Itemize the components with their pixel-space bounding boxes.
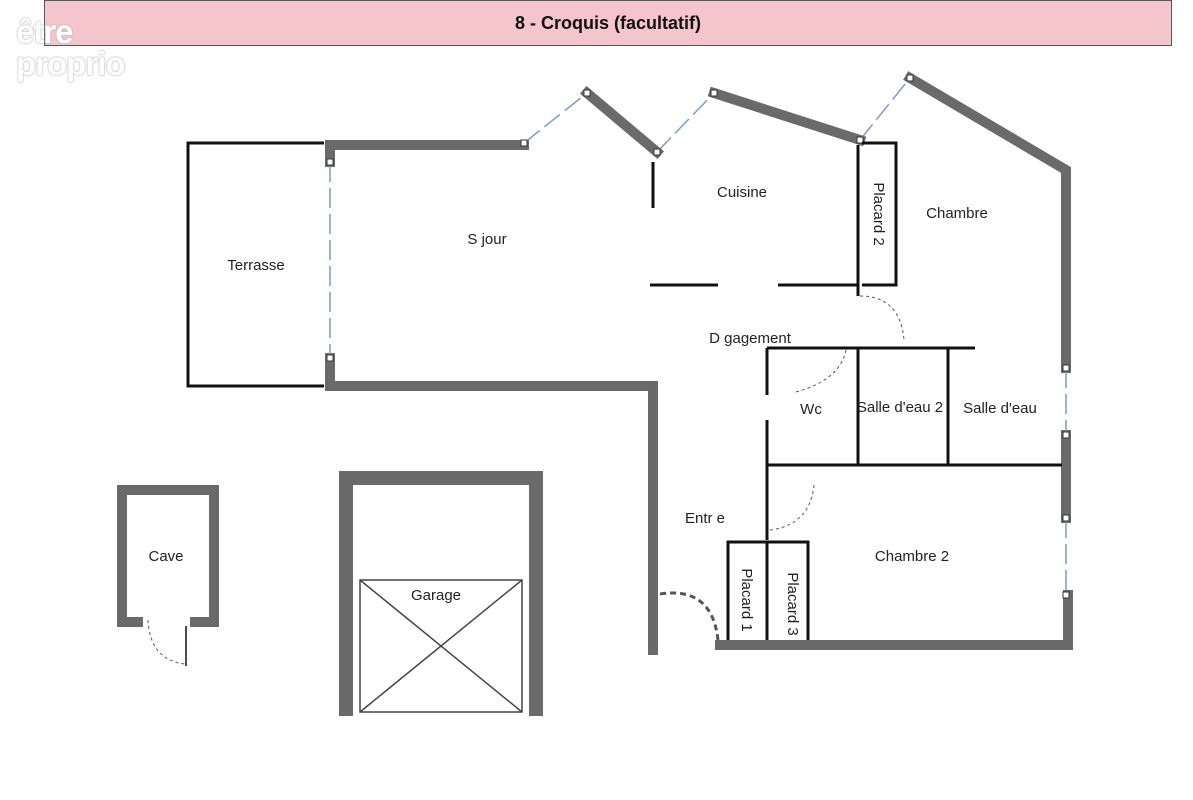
- placard2-outline: [862, 141, 898, 287]
- wall-right-diagonal: [903, 71, 1071, 373]
- section-header: 8 - Croquis (facultatif): [44, 0, 1172, 46]
- logo-line-2: proprio: [16, 45, 125, 82]
- label-placard2: Placard 2: [870, 182, 887, 245]
- section-title: 8 - Croquis (facultatif): [514, 12, 701, 33]
- door-degagement-chambre: [859, 295, 905, 341]
- label-cave: Cave: [148, 548, 183, 565]
- wall-zigzag-1: [579, 85, 665, 160]
- logo-line-1: être: [16, 13, 74, 50]
- label-sejour: S jour: [467, 231, 506, 248]
- label-placard3: Placard 3: [784, 572, 801, 635]
- wall-top-left: [325, 140, 529, 167]
- exterior-walls: [325, 71, 1073, 655]
- door-entree: [659, 591, 720, 641]
- garage-walls: [339, 471, 543, 716]
- door-chambre2: [769, 484, 815, 531]
- placard1-outline: [726, 540, 769, 640]
- window-sejour-top: [523, 92, 588, 144]
- terrasse-outline: [186, 141, 324, 388]
- label-degagement: D gagement: [709, 330, 792, 347]
- label-salle-eau: Salle d'eau: [963, 400, 1037, 417]
- label-terrasse: Terrasse: [227, 257, 285, 274]
- window-markers: [326, 74, 1070, 599]
- label-placard1: Placard 1: [738, 568, 755, 631]
- label-chambre2: Chambre 2: [875, 548, 949, 565]
- door-wc: [795, 349, 847, 393]
- windows: [329, 77, 1067, 595]
- wall-bottom: [715, 590, 1073, 650]
- window-cuisine: [656, 92, 715, 153]
- wall-left-lower: [325, 353, 658, 655]
- label-garage: Garage: [411, 587, 461, 604]
- window-chambre: [859, 77, 911, 141]
- brand-logo: être proprio: [16, 13, 125, 82]
- label-chambre: Chambre: [926, 205, 988, 222]
- garage-door-symbol: [359, 579, 523, 713]
- label-wc: Wc: [800, 401, 822, 418]
- interior-partitions: [650, 141, 1062, 640]
- wall-zigzag-2: [707, 86, 867, 147]
- door-swings: [147, 295, 905, 665]
- label-entree: Entr e: [685, 510, 725, 527]
- door-cave: [147, 619, 186, 665]
- cave-walls: [117, 485, 219, 627]
- placard3-outline: [767, 540, 810, 640]
- label-cuisine: Cuisine: [717, 184, 767, 201]
- label-salle-eau-2: Salle d'eau 2: [857, 399, 943, 416]
